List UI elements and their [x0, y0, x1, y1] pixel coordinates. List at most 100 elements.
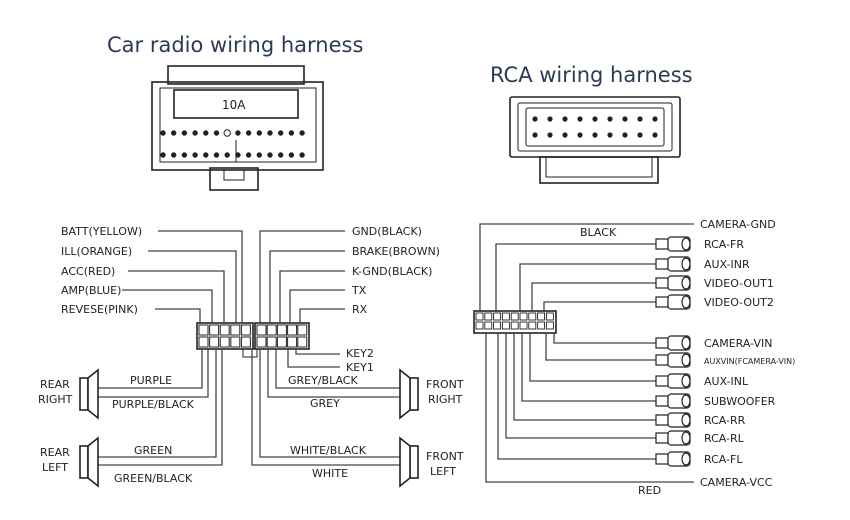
- wire-label-green-black: GREEN/BLACK: [114, 472, 193, 485]
- rca-connector: [509, 96, 681, 184]
- rca-harness-title: RCA wiring harness: [490, 63, 693, 87]
- rca-wire: [519, 263, 656, 311]
- fuse-label: 10A: [222, 98, 246, 112]
- connector-pin: [160, 130, 166, 136]
- rca-jack-icon: [655, 430, 691, 446]
- rca-plug-cell: [545, 321, 554, 330]
- connector-pin: [288, 130, 295, 136]
- wire-label-acc: ACC(RED): [61, 265, 115, 278]
- wire-label-kgnd: K-GND(BLACK): [352, 265, 432, 278]
- speaker-label-front-left-1: FRONT: [426, 450, 464, 463]
- rca-pin: [562, 132, 568, 138]
- plug-cell: [219, 324, 230, 336]
- rca-pin: [592, 132, 598, 138]
- plug-cell: [297, 324, 308, 336]
- rca-jack-icon: [655, 373, 691, 389]
- rca-wire: [531, 282, 656, 311]
- wire-label-gnd: GND(BLACK): [352, 225, 422, 238]
- rca-pin: [622, 116, 628, 122]
- connector-pin: [224, 152, 230, 158]
- wire-label-white-black: WHITE/BLACK: [290, 444, 367, 457]
- rca-label-auxvin: AUXVIN(FCAMERA-VIN): [704, 357, 795, 366]
- connector-pin: [245, 130, 252, 136]
- rca-jack-icon: [655, 451, 691, 467]
- car-harness-wiring: [79, 230, 419, 488]
- speaker-label-rear-left-2: LEFT: [42, 461, 68, 474]
- rca-plug-cell: [484, 321, 493, 330]
- connector-pin: [181, 152, 188, 158]
- speaker-front-left-icon: [399, 436, 419, 488]
- connector-pin: [223, 129, 231, 137]
- connector-pin: [256, 152, 262, 158]
- connector-pin: [235, 130, 241, 136]
- speaker-label-front-right-1: FRONT: [426, 378, 464, 391]
- speaker-rear-right-icon: [79, 368, 99, 420]
- rca-wire: [513, 333, 656, 421]
- plug-cell: [266, 324, 277, 336]
- rca-label-video-out1: VIDEO-OUT1: [704, 277, 774, 290]
- connector-pin: [181, 130, 188, 136]
- rca-plug-cell: [510, 312, 519, 321]
- connector-pin: [192, 152, 198, 158]
- wire-label-tx: TX: [351, 284, 367, 297]
- rca-wire: [553, 333, 656, 344]
- rca-pin: [622, 132, 628, 138]
- rca-plug-cell: [501, 312, 510, 321]
- rca-label-rca-fl: RCA-FL: [704, 453, 743, 466]
- wire-label-key2: KEY2: [346, 347, 374, 360]
- wire-label-purple-black: PURPLE/BLACK: [112, 398, 195, 411]
- rca-plug-cell: [519, 321, 528, 330]
- connector-pin: [299, 152, 305, 158]
- rca-label-rca-rl: RCA-RL: [704, 432, 745, 445]
- car-radio-connector: 10A: [151, 65, 324, 191]
- rca-label-camera-vin: CAMERA-VIN: [704, 337, 772, 350]
- wire-label-grey-black: GREY/BLACK: [288, 374, 358, 387]
- speaker-label-front-right-2: RIGHT: [428, 393, 463, 406]
- wire-label-black: BLACK: [580, 226, 617, 239]
- rca-plug-cell: [528, 321, 537, 330]
- rca-pin: [577, 116, 583, 122]
- label-camera-vcc: CAMERA-VCC: [700, 476, 773, 489]
- speaker-label-rear-right-1: REAR: [40, 378, 70, 391]
- connector-pin: [256, 130, 262, 136]
- plug-cell: [209, 324, 220, 336]
- rca-jack-icon: [655, 275, 691, 291]
- rca-wire: [497, 333, 656, 460]
- plug-cell: [230, 324, 241, 336]
- wire-label-amp: AMP(BLUE): [61, 284, 121, 297]
- rca-pin: [562, 116, 568, 122]
- speaker-rear-left-icon: [79, 436, 99, 488]
- connector-pin: [171, 152, 177, 158]
- rca-pin: [637, 132, 643, 138]
- connector-pin: [288, 152, 295, 158]
- plug-cell: [266, 336, 277, 348]
- rca-plug-cell: [475, 321, 484, 330]
- connector-pin: [203, 152, 209, 158]
- rca-pin: [547, 116, 553, 122]
- rca-label-aux-inl: AUX-INL: [704, 375, 749, 388]
- rca-wire: [529, 333, 656, 382]
- rca-pin: [607, 132, 613, 138]
- rca-pin: [532, 132, 538, 138]
- connector-pin: [213, 130, 220, 136]
- plug-cell: [209, 336, 220, 348]
- rca-wire: [521, 333, 656, 402]
- connector-pin: [192, 130, 198, 136]
- rca-plug-cell: [475, 312, 484, 321]
- rca-harness-wiring: [473, 223, 694, 483]
- plug-cell: [256, 336, 267, 348]
- plug-cell: [276, 336, 287, 348]
- connector-pin: [278, 152, 284, 158]
- wire-label-rx: RX: [352, 303, 368, 316]
- rca-label-rca-fr: RCA-FR: [704, 238, 744, 251]
- plug-cell: [256, 324, 267, 336]
- plug-cell: [287, 324, 298, 336]
- speaker-label-rear-right-2: RIGHT: [38, 393, 73, 406]
- rca-plug-cell: [501, 321, 510, 330]
- rca-pin: [592, 116, 598, 122]
- plug-cell: [230, 336, 241, 348]
- rca-plug-cell: [537, 321, 546, 330]
- rca-pin: [652, 132, 658, 138]
- wire-label-ill: ILL(ORANGE): [61, 245, 132, 258]
- rca-pin: [547, 132, 553, 138]
